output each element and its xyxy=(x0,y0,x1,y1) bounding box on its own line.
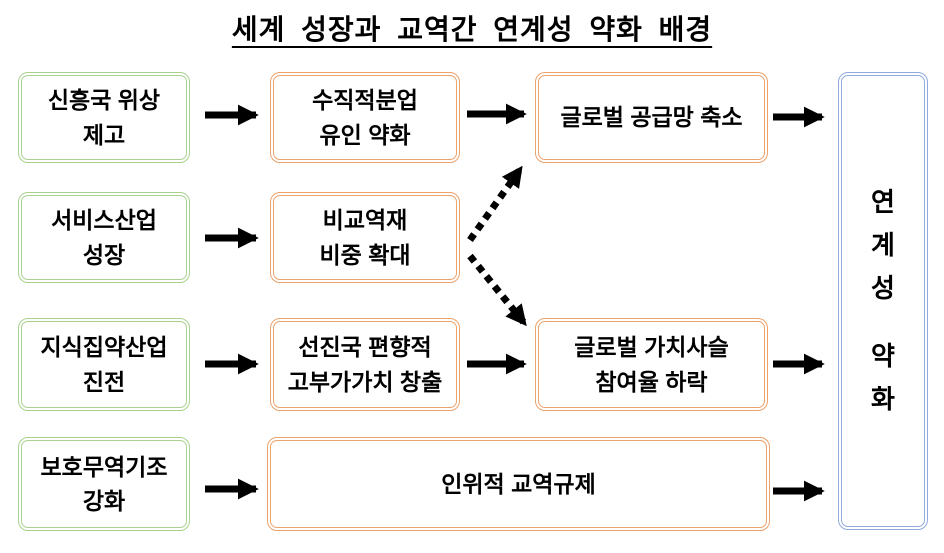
box-supply-chain-label: 글로벌 공급망 축소 xyxy=(560,104,743,131)
arrow-dotted-nontradables-to-gvc xyxy=(467,253,528,327)
box-linkage-weakening: 연 계 성 약 화 xyxy=(838,72,928,530)
box-linkage-weakening-word1: 연 계 성 xyxy=(871,186,895,303)
box-protectionism-label: 보호무역기조 강화 xyxy=(40,453,168,515)
box-emerging-countries-label: 신흥국 위상 제고 xyxy=(47,87,161,148)
box-advanced-value-added-label: 선진국 편향적 고부가가치 창출 xyxy=(287,334,443,395)
box-emerging-countries: 신흥국 위상 제고 xyxy=(18,72,190,163)
diagram-title: 세계 성장과 교역간 연계성 약화 배경 xyxy=(231,14,713,45)
box-vertical-specialization: 수직적분업 유인 약화 xyxy=(270,72,460,163)
box-services-industry: 서비스산업 성장 xyxy=(18,192,190,283)
arrow-dotted-nontradables-to-supply-chain xyxy=(467,165,524,243)
box-linkage-weakening-word2: 약 화 xyxy=(871,341,895,415)
box-services-industry-label: 서비스산업 성장 xyxy=(51,207,157,268)
box-trade-regulation-label: 인위적 교역규제 xyxy=(441,470,596,497)
box-knowledge-industry-label: 지식집약산업 진전 xyxy=(40,334,168,395)
box-nontradables: 비교역재 비중 확대 xyxy=(270,192,460,283)
box-vertical-specialization-label: 수직적분업 유인 약화 xyxy=(312,87,418,148)
box-gvc-participation: 글로벌 가치사슬 참여율 하락 xyxy=(535,318,768,411)
box-supply-chain: 글로벌 공급망 축소 xyxy=(535,72,768,163)
box-nontradables-label: 비교역재 비중 확대 xyxy=(319,207,411,268)
box-advanced-value-added: 선진국 편향적 고부가가치 창출 xyxy=(270,318,460,411)
box-knowledge-industry: 지식집약산업 진전 xyxy=(18,318,190,411)
box-protectionism: 보호무역기조 강화 xyxy=(18,437,190,531)
box-trade-regulation: 인위적 교역규제 xyxy=(267,437,770,531)
box-gvc-participation-label: 글로벌 가치사슬 참여율 하락 xyxy=(574,334,729,395)
